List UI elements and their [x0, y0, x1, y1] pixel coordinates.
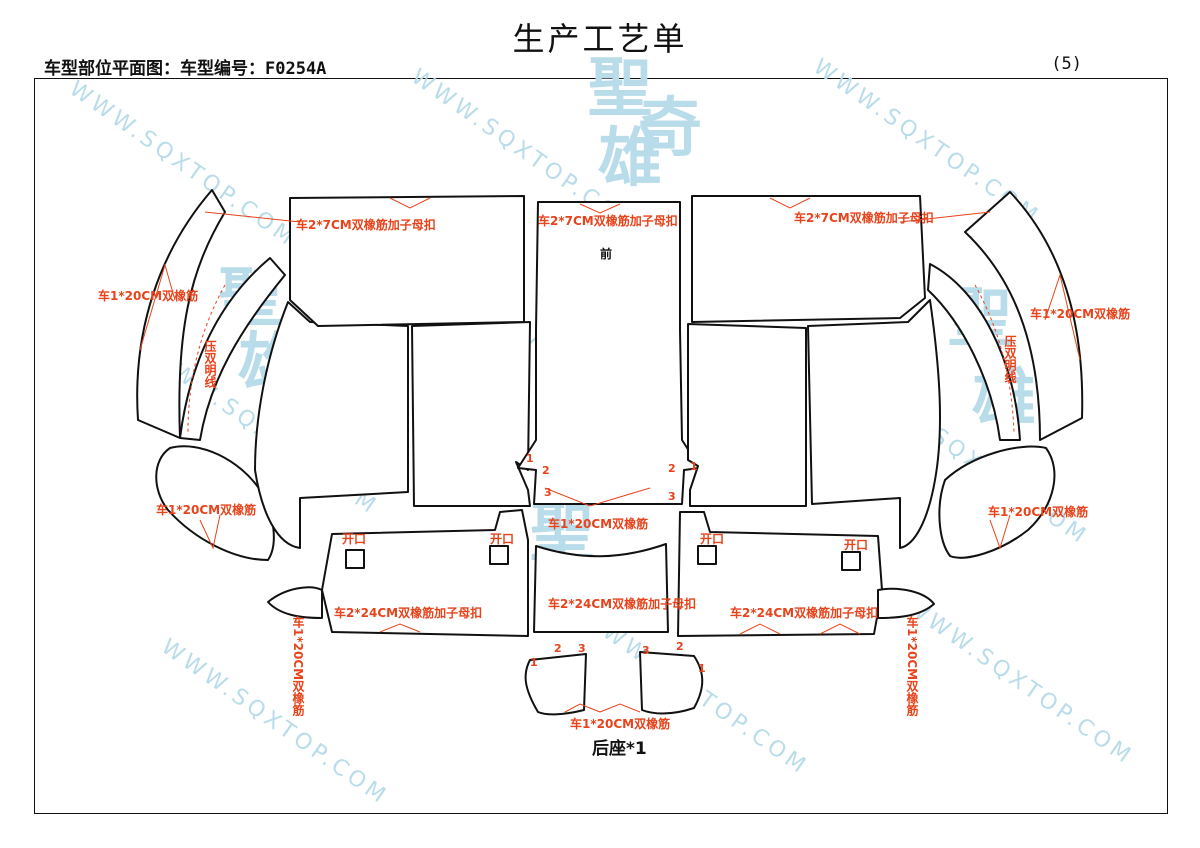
opening-label: 开口	[844, 538, 868, 552]
notch-number: 2	[676, 640, 684, 653]
opening-cutout	[345, 549, 365, 569]
bottom-right-piece	[639, 651, 704, 715]
annotation-label: 车2*7CM双橡筋加子母扣	[794, 210, 934, 225]
left-small-flap	[267, 586, 323, 619]
model-subtitle: 车型部位平面图：车型编号：F0254A	[44, 59, 327, 79]
watermark-text: WWW.SQXTOP.COM	[65, 76, 301, 252]
opening-label: 开口	[490, 532, 514, 546]
watermark-seal: 聖	[588, 51, 652, 126]
front-label: 前	[600, 246, 612, 261]
notch-numbers: 1 2 3 2 1 3 1 2 3 3 2 1	[526, 452, 706, 675]
annotation-label: 车1*20CM双橡筋	[1030, 306, 1130, 321]
annotation-label: 车1*20CM双橡筋	[98, 288, 198, 303]
bottom-left-piece	[524, 653, 587, 716]
left-bottom-panel	[321, 509, 529, 637]
opening-label: 开口	[342, 532, 366, 546]
watermark-seal: 雄	[598, 121, 662, 196]
pattern-pieces	[136, 189, 1084, 716]
notch-number: 1	[698, 662, 706, 675]
notch-number: 1	[690, 460, 698, 473]
center-bottom-panel	[533, 543, 669, 633]
opening-cutout	[697, 545, 717, 565]
watermark-text: WWW.SQXTOP.COM	[902, 594, 1138, 770]
notch-number: 3	[642, 644, 650, 657]
footer-label: 后座*1	[592, 738, 647, 759]
notch-number: 1	[526, 452, 534, 465]
right-small-flap	[877, 587, 935, 619]
annotation-label: 车2*24CM双橡筋加子母扣	[730, 605, 878, 620]
opening-label: 开口	[700, 532, 724, 546]
notch-number: 1	[530, 656, 538, 669]
notch-number: 2	[554, 642, 562, 655]
center-panel	[517, 201, 701, 505]
notch-number: 3	[544, 486, 552, 499]
right-inner-band	[927, 263, 1021, 441]
right-outer-band	[964, 191, 1084, 441]
drawing-frame	[34, 78, 1168, 814]
annotation-label: 车2*7CM双橡筋加子母扣	[538, 213, 678, 228]
opening-cutout	[841, 551, 861, 571]
annotation-label-vertical: 车1*20CM双橡筋	[291, 615, 305, 717]
annotation-label: 车1*20CM双橡筋	[988, 504, 1088, 519]
annotation-label: 车2*24CM双橡筋加子母扣	[548, 596, 696, 611]
right-mid-panel	[687, 323, 807, 507]
notch-number: 2	[542, 464, 550, 477]
notch-number: 3	[668, 490, 676, 503]
right-side-wall	[807, 299, 941, 549]
annotation-label: 车2*7CM双橡筋加子母扣	[296, 217, 436, 232]
left-mid-panel	[411, 321, 531, 507]
annotation-label: 车1*20CM双橡筋	[156, 502, 256, 517]
annotation-label: 车1*20CM双橡筋	[570, 716, 670, 731]
top-right-panel	[691, 195, 926, 323]
annotation-label-vertical: 压双明线	[203, 340, 217, 389]
left-side-wall	[254, 301, 409, 549]
watermark-text: WWW.SQXTOP.COM	[157, 634, 393, 810]
page-title: 生产工艺单	[512, 20, 688, 58]
left-lower-wing	[155, 445, 275, 561]
right-bottom-panel	[677, 511, 883, 637]
annotation-label-vertical: 压双明线	[1003, 335, 1017, 384]
notch-number: 3	[578, 642, 586, 655]
opening-cutout	[489, 545, 509, 565]
page-number: (5)	[1051, 54, 1082, 74]
right-lower-wing	[938, 445, 1056, 559]
watermark-seal: 奇	[638, 91, 702, 166]
annotation-marks	[139, 197, 1081, 713]
annotation-labels: 车2*7CM双橡筋加子母扣 车2*7CM双橡筋加子母扣 车2*7CM双橡筋加子母…	[98, 210, 1130, 731]
annotation-label-vertical: 车1*20CM双橡筋	[905, 615, 919, 717]
notch-number: 2	[668, 462, 676, 475]
annotation-label: 车1*20CM双橡筋	[548, 516, 648, 531]
left-inner-band	[179, 257, 286, 441]
annotation-label: 车2*24CM双橡筋加子母扣	[334, 605, 482, 620]
top-left-panel	[289, 195, 525, 327]
